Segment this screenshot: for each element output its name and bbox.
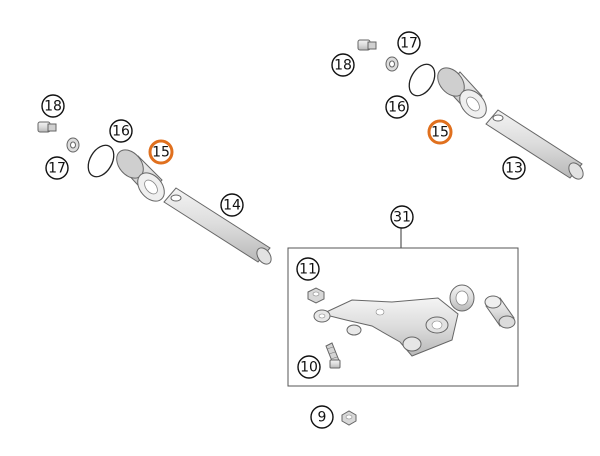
callout-number: 15 — [431, 125, 449, 141]
callout-circle — [397, 31, 421, 55]
callout-number: 16 — [112, 124, 130, 140]
callout-circle — [109, 119, 133, 143]
callout-circle — [220, 193, 244, 217]
callout-circle — [297, 355, 321, 379]
callout-number: 18 — [44, 99, 62, 115]
callout-c14: 14 — [220, 193, 244, 217]
callout-c16b: 16 — [385, 95, 409, 119]
nut-loose — [341, 410, 357, 426]
lever-arm — [313, 297, 459, 357]
washer-right — [385, 56, 399, 72]
nut-kit — [307, 287, 325, 304]
callout-circle — [45, 156, 69, 180]
callout-circle — [427, 119, 453, 145]
callout-c15a: 15 — [148, 139, 174, 165]
callout-layer: 18 16 15 17 14 17 18 16 15 13 31 11 10 9 — [41, 31, 526, 429]
callout-circle — [502, 156, 526, 180]
callout-c31: 31 — [390, 205, 414, 229]
callout-circle — [148, 139, 174, 165]
callout-number: 31 — [393, 210, 411, 226]
callout-c17b: 17 — [397, 31, 421, 55]
callout-circle — [310, 405, 334, 429]
callout-number: 17 — [400, 36, 418, 52]
callout-c13: 13 — [502, 156, 526, 180]
callout-c18b: 18 — [331, 53, 355, 77]
bolt-kit — [325, 342, 341, 369]
bushing-right — [437, 67, 487, 119]
kit-box — [287, 247, 519, 387]
o-ring-left — [87, 144, 115, 178]
callout-number: 18 — [334, 58, 352, 74]
bushing-left — [116, 149, 165, 202]
washer-left — [66, 137, 80, 153]
callout-circle — [385, 95, 409, 119]
callout-c18a: 18 — [41, 94, 65, 118]
callout-c10: 10 — [297, 355, 321, 379]
shaft-left — [163, 187, 272, 265]
sleeve-bushing — [484, 295, 516, 329]
callout-circle — [41, 94, 65, 118]
callout-number: 13 — [505, 161, 523, 177]
callout-number: 14 — [223, 198, 241, 214]
callout-number: 17 — [48, 161, 66, 177]
callout-c9: 9 — [310, 405, 334, 429]
callout-number: 11 — [299, 262, 317, 278]
sleeve-ring — [449, 284, 475, 312]
bolt-right — [357, 39, 377, 51]
callout-circle — [296, 257, 320, 281]
o-ring-right — [408, 63, 436, 97]
callout-number: 15 — [152, 145, 170, 161]
callout-circle — [331, 53, 355, 77]
callout-c16a: 16 — [109, 119, 133, 143]
callout-c11: 11 — [296, 257, 320, 281]
callout-c17a: 17 — [45, 156, 69, 180]
callout-circle — [390, 205, 414, 229]
callout-number: 9 — [318, 410, 327, 426]
callout-number: 10 — [300, 360, 318, 376]
callout-c15b: 15 — [427, 119, 453, 145]
callout-number: 16 — [388, 100, 406, 116]
shaft-right — [485, 109, 584, 180]
bolt-left — [37, 121, 57, 133]
